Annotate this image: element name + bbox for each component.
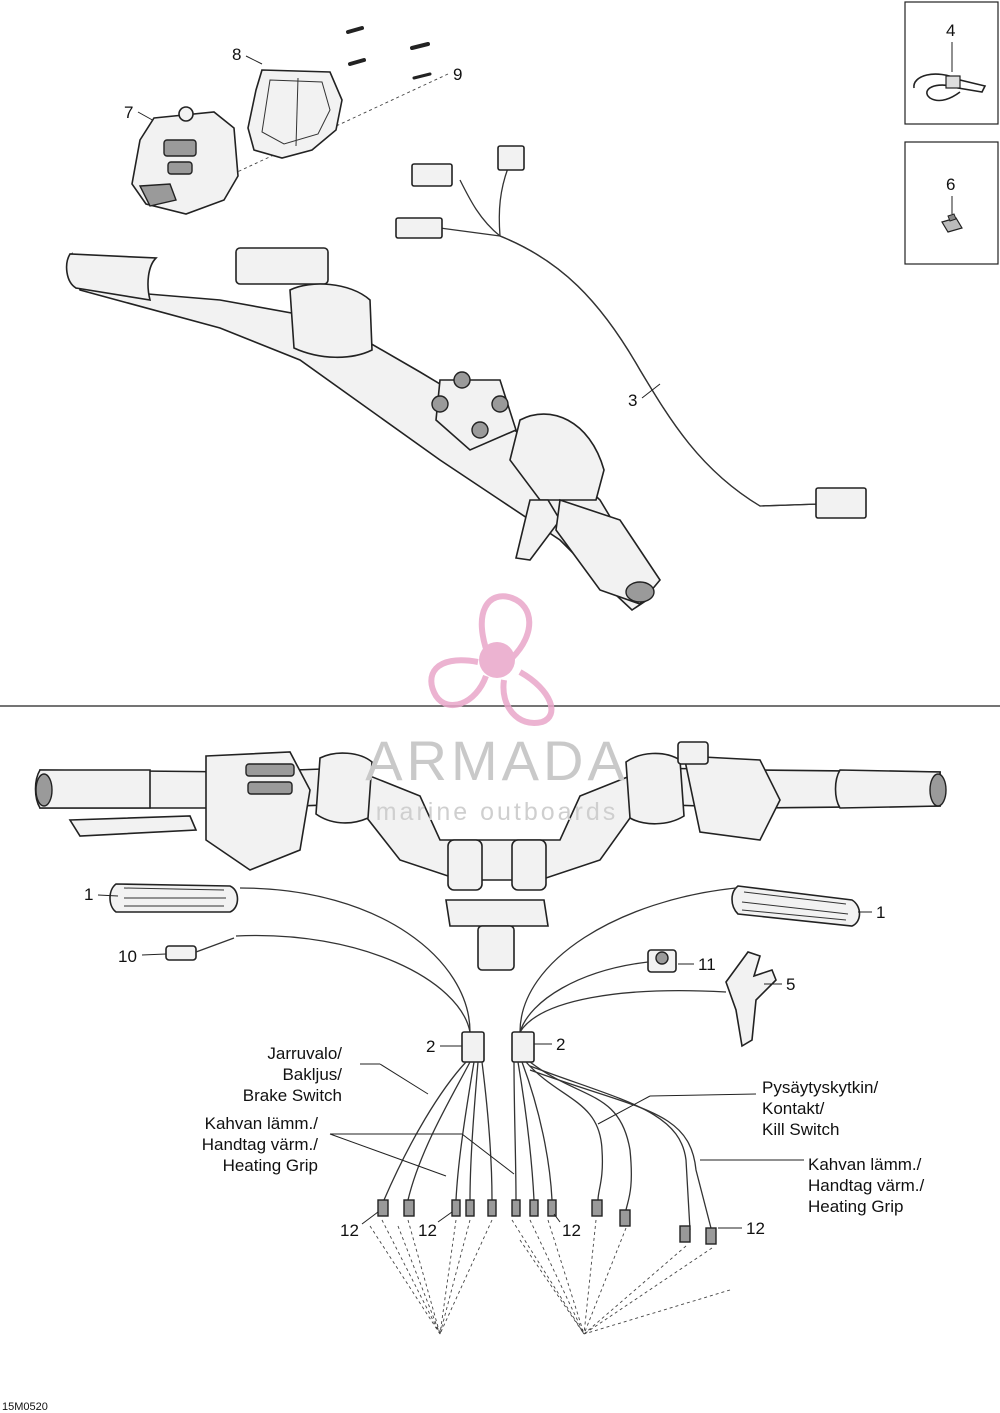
heating-grip-right-line-1: Kahvan lämm./ xyxy=(808,1155,922,1174)
terminals xyxy=(377,1199,717,1245)
propeller-icon xyxy=(428,593,555,726)
callout-1-right: 1 xyxy=(876,903,885,922)
label-brake-switch: Jarruvalo/ Bakljus/ Brake Switch xyxy=(243,1044,342,1105)
lower-handlebar xyxy=(34,741,947,971)
callout-4: 4 xyxy=(946,21,955,40)
heating-grip-left-line-2: Handtag värm./ xyxy=(202,1135,318,1154)
connector-11 xyxy=(647,949,677,973)
harness-sleeve-right xyxy=(511,1031,535,1063)
harness-sleeve-left xyxy=(461,1031,485,1063)
callout-12-b: 12 xyxy=(418,1221,437,1240)
callout-8: 8 xyxy=(232,45,241,64)
callout-2-left: 2 xyxy=(426,1037,435,1056)
bracket-5 xyxy=(725,951,777,1048)
label-heating-grip-left: Kahvan lämm./ Handtag värm./ Heating Gri… xyxy=(202,1114,319,1175)
wires-left xyxy=(235,887,471,1033)
callout-3: 3 xyxy=(628,391,637,410)
cable-tie-icon xyxy=(913,73,987,102)
terminal-pointer-lines xyxy=(369,1219,731,1335)
brake-switch-line-3: Brake Switch xyxy=(243,1086,342,1105)
callout-2-right: 2 xyxy=(556,1035,565,1054)
screws xyxy=(346,26,432,80)
callout-7: 7 xyxy=(124,103,133,122)
label-kill-switch: Pysäytyskytkin/ Kontakt/ Kill Switch xyxy=(762,1078,878,1139)
heating-grip-left-line-1: Kahvan lämm./ xyxy=(205,1114,319,1133)
heating-grip-right-line-3: Heating Grip xyxy=(808,1197,903,1216)
clip-icon xyxy=(941,213,963,233)
label-heating-grip-right: Kahvan lämm./ Handtag värm./ Heating Gri… xyxy=(808,1155,924,1216)
wires-right xyxy=(519,887,737,1033)
inset-box-6: 6 xyxy=(904,141,999,265)
switch-housing-cover xyxy=(247,69,343,159)
heated-grip-right xyxy=(731,885,861,927)
drawing-code: 15M0520 xyxy=(2,1401,48,1413)
watermark-title: ARMADA xyxy=(365,729,629,792)
right-bundle-wires xyxy=(513,1061,713,1233)
kill-switch-line-2: Kontakt/ xyxy=(762,1099,825,1118)
heated-grip-left xyxy=(109,883,239,913)
brake-switch-line-1: Jarruvalo/ xyxy=(267,1044,342,1063)
inset-box-4: 4 xyxy=(904,1,999,125)
upper-handlebar xyxy=(65,247,661,612)
wiring-harness xyxy=(395,145,867,519)
left-bundle-wires xyxy=(383,1061,493,1201)
callout-5: 5 xyxy=(786,975,795,994)
armada-logo xyxy=(428,593,555,726)
kill-switch-line-1: Pysäytyskytkin/ xyxy=(762,1078,878,1097)
callout-11: 11 xyxy=(698,955,716,974)
switch-module xyxy=(131,106,239,215)
watermark-subtitle: marine outboards xyxy=(376,798,619,826)
sensor-probe xyxy=(165,937,235,961)
heating-grip-right-line-2: Handtag värm./ xyxy=(808,1176,924,1195)
callout-10: 10 xyxy=(118,947,137,966)
callout-9: 9 xyxy=(453,65,462,84)
propeller-hub-icon xyxy=(479,642,515,678)
callout-1-left: 1 xyxy=(84,885,93,904)
callout-12-d: 12 xyxy=(746,1219,765,1238)
kill-switch-line-3: Kill Switch xyxy=(762,1120,839,1139)
brake-switch-line-2: Bakljus/ xyxy=(282,1065,342,1084)
callout-12-a: 12 xyxy=(340,1221,359,1240)
callout-6: 6 xyxy=(946,175,955,194)
heating-grip-left-line-3: Heating Grip xyxy=(223,1156,318,1175)
callout-12-c: 12 xyxy=(562,1221,581,1240)
